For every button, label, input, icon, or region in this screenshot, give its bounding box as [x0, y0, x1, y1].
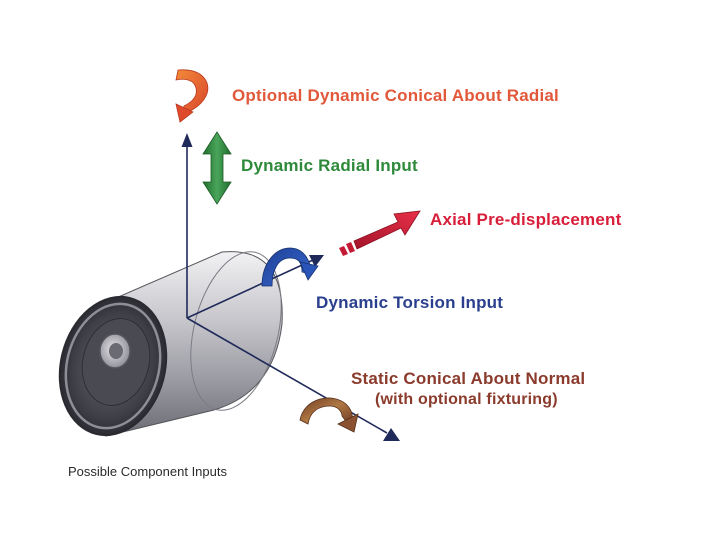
brown-curved-arrow-icon: [299, 397, 359, 433]
red-arrow-tail-2: [346, 242, 355, 253]
label-optional-dynamic-conical: Optional Dynamic Conical About Radial: [232, 86, 559, 105]
cylinder-hub-hole: [109, 343, 123, 359]
axial-axis: [186, 259, 314, 319]
normal-axis: [186, 317, 388, 434]
blue-torsion-arrow-icon: [261, 247, 319, 287]
label-dynamic-torsion-input: Dynamic Torsion Input: [316, 293, 504, 312]
label-optional-fixturing: (with optional fixturing): [375, 391, 558, 408]
normal-axis-arrowhead: [383, 428, 400, 441]
label-static-conical-normal: Static Conical About Normal: [351, 369, 586, 388]
figure-caption: Possible Component Inputs: [68, 464, 227, 479]
red-axial-arrow-icon: [339, 210, 421, 256]
cylinder-front-rim: [64, 302, 162, 430]
red-arrow-tail-1: [339, 246, 348, 256]
cylinder-component: [58, 251, 283, 437]
label-axial-pre-displacement: Axial Pre-displacement: [430, 210, 622, 229]
label-dynamic-radial-input: Dynamic Radial Input: [241, 156, 418, 175]
orange-curved-arrow-icon: [175, 69, 209, 123]
green-double-arrow-icon: [202, 131, 232, 205]
coordinate-axes: [181, 133, 400, 441]
axial-axis-arrowhead: [309, 255, 324, 267]
cylinder-back-rim: [190, 251, 282, 411]
vertical-axis-arrowhead: [181, 133, 193, 147]
